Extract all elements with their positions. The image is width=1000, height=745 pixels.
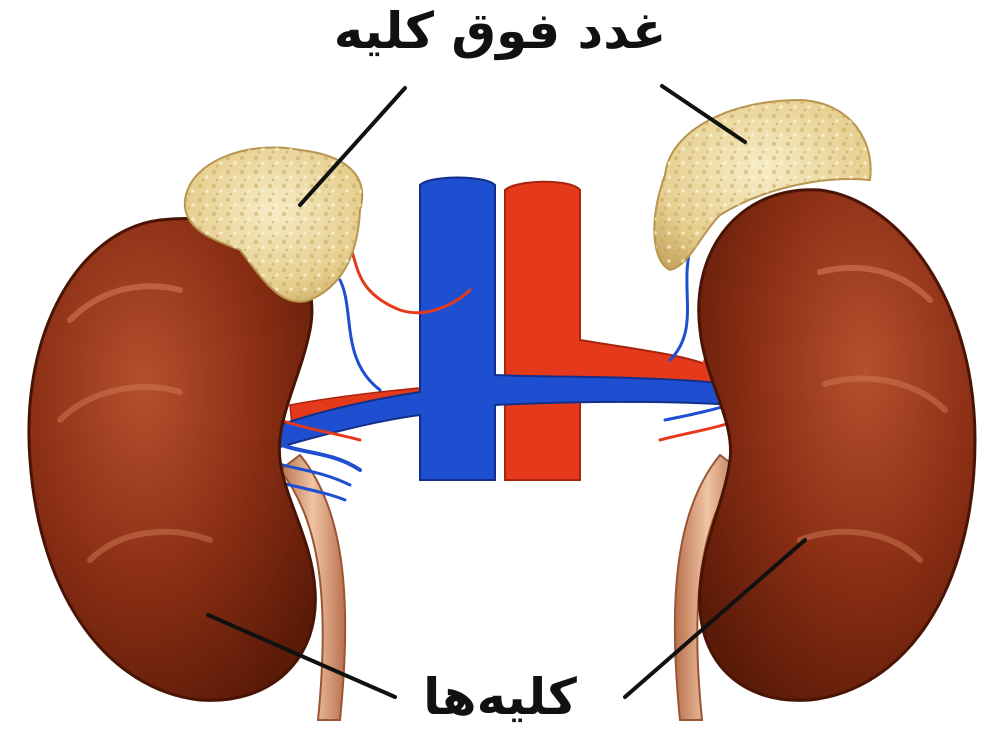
adrenal-glands-label: غدد فوق کلیه bbox=[330, 2, 670, 60]
kidneys-label: کلیه‌ها bbox=[380, 668, 620, 726]
